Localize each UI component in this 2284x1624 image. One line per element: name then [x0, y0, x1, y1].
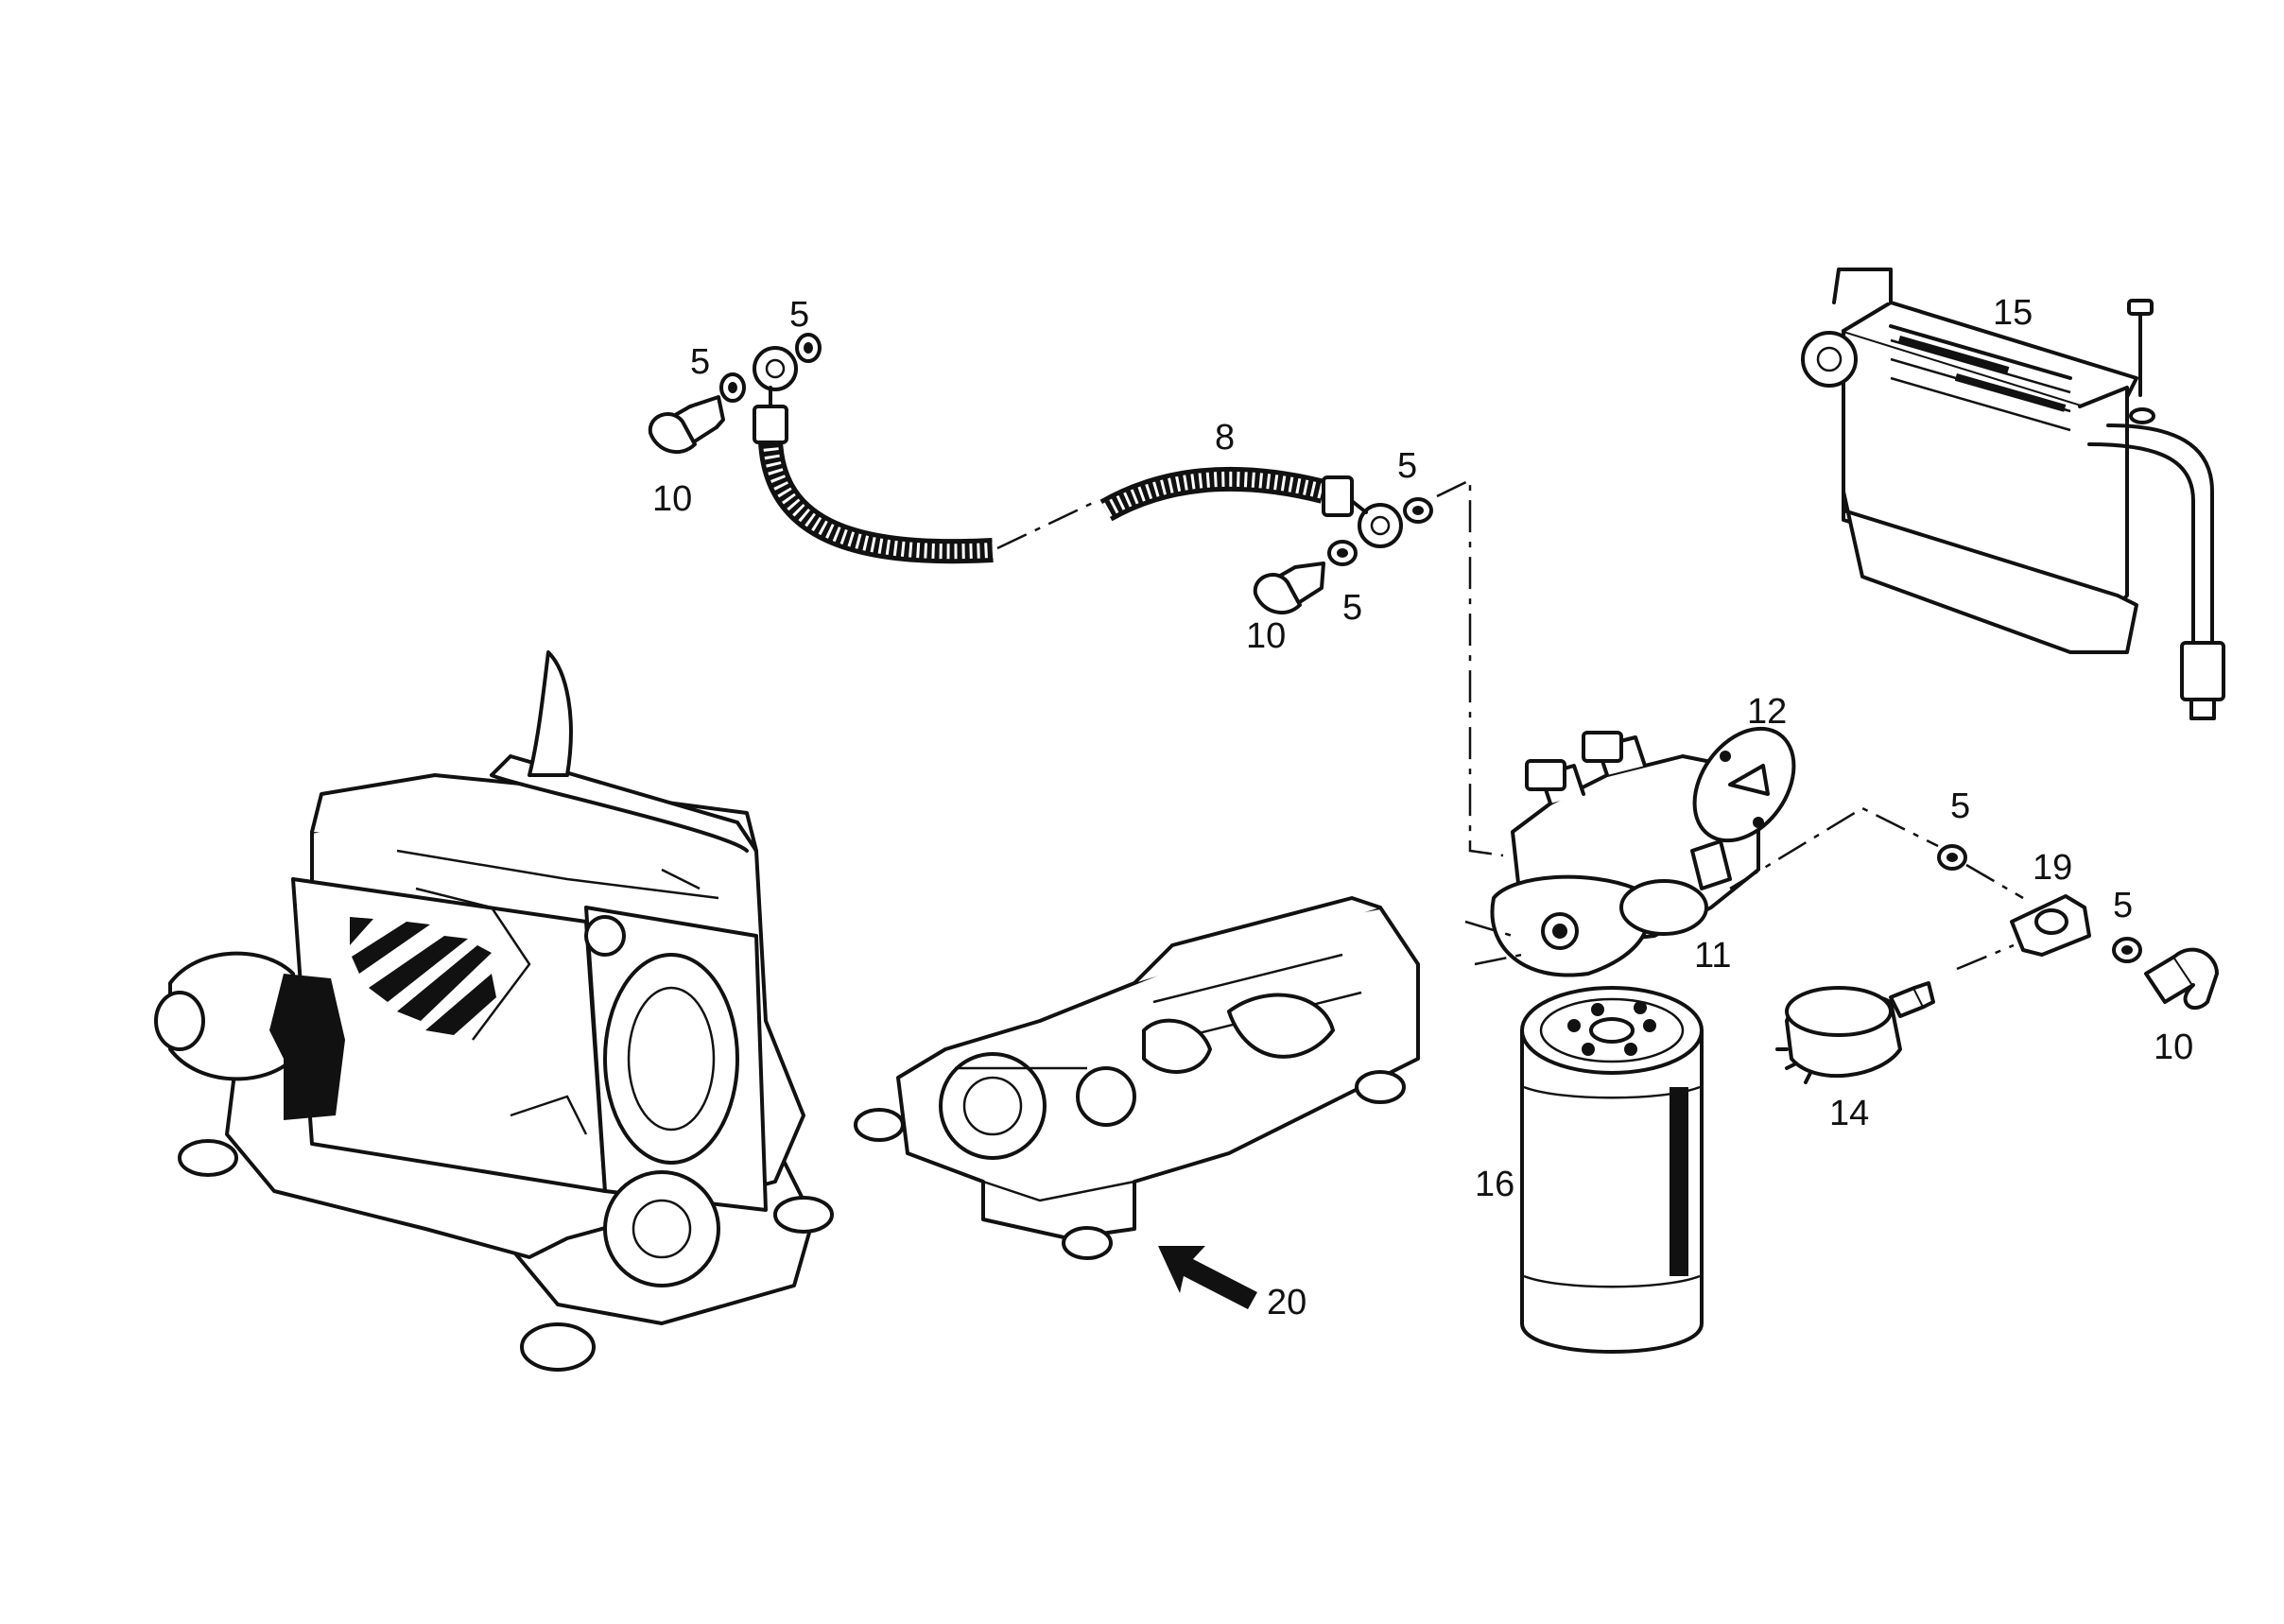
callout-10-left: 10: [652, 479, 692, 519]
callout-5-hose-right: 5: [1397, 446, 1417, 486]
callout-5-banjo-left: 5: [1950, 786, 1970, 826]
callout-labels: 5 5 10 8 5 10 5 15 12 5 19 5 11 10 14 16…: [652, 293, 2193, 1322]
callout-15: 15: [1993, 293, 2033, 333]
callout-10-right: 10: [2154, 1028, 2193, 1067]
callout-14: 14: [1829, 1094, 1869, 1133]
callout-20: 20: [1267, 1283, 1306, 1322]
callout-5-left: 5: [690, 342, 710, 382]
view-arrow: [1158, 1246, 1257, 1309]
engine-side-view: [854, 896, 1420, 1260]
callout-8: 8: [1215, 418, 1235, 458]
banjo-fitting: [1729, 806, 2219, 1010]
callout-12: 12: [1747, 692, 1787, 732]
callout-19: 19: [2033, 848, 2072, 888]
callout-11: 11: [1694, 936, 1731, 976]
callout-5-top: 5: [789, 295, 809, 335]
engine-front-view: [154, 650, 834, 1372]
hose-assembly: [648, 333, 1504, 857]
oil-cooler: [1801, 268, 2225, 720]
callout-5-hose-bottom: 5: [1342, 588, 1362, 628]
callout-10-hose: 10: [1246, 616, 1286, 656]
oil-filter: [1520, 986, 1704, 1354]
pressure-switch: [1775, 981, 1935, 1084]
callout-16: 16: [1475, 1165, 1514, 1204]
callout-5-banjo-right: 5: [2113, 886, 2133, 925]
filter-gasket: [1692, 726, 1796, 843]
